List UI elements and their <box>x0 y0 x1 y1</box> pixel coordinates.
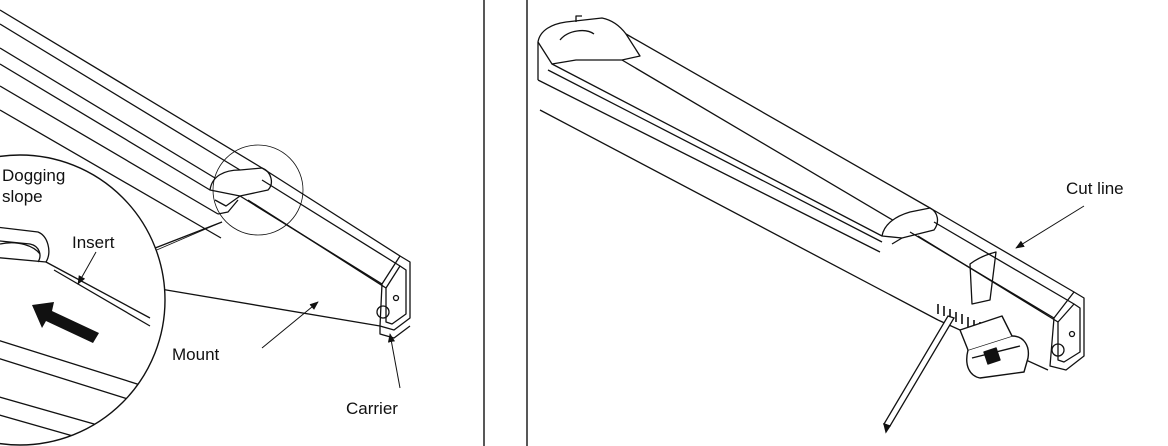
cut-line-mark <box>969 251 997 305</box>
insert-direction-arrow <box>32 302 99 343</box>
carrier-label: Carrier <box>346 399 398 418</box>
marker-pencil-icon <box>883 315 955 434</box>
exit-device-rail-left <box>0 9 411 339</box>
detail-callout-circle <box>212 144 304 236</box>
tape-measure-icon <box>959 315 1030 379</box>
mount-label: Mount <box>172 345 220 364</box>
insert-label: Insert <box>72 233 115 252</box>
exit-device-rail-right <box>537 15 1085 371</box>
dogging-slope-label-line1: Dogging <box>2 166 65 185</box>
zoom-detail <box>0 154 166 446</box>
cut-line-label: Cut line <box>1066 179 1124 198</box>
dogging-slope-label-line2: slope <box>2 187 43 206</box>
left-panel <box>0 9 411 446</box>
